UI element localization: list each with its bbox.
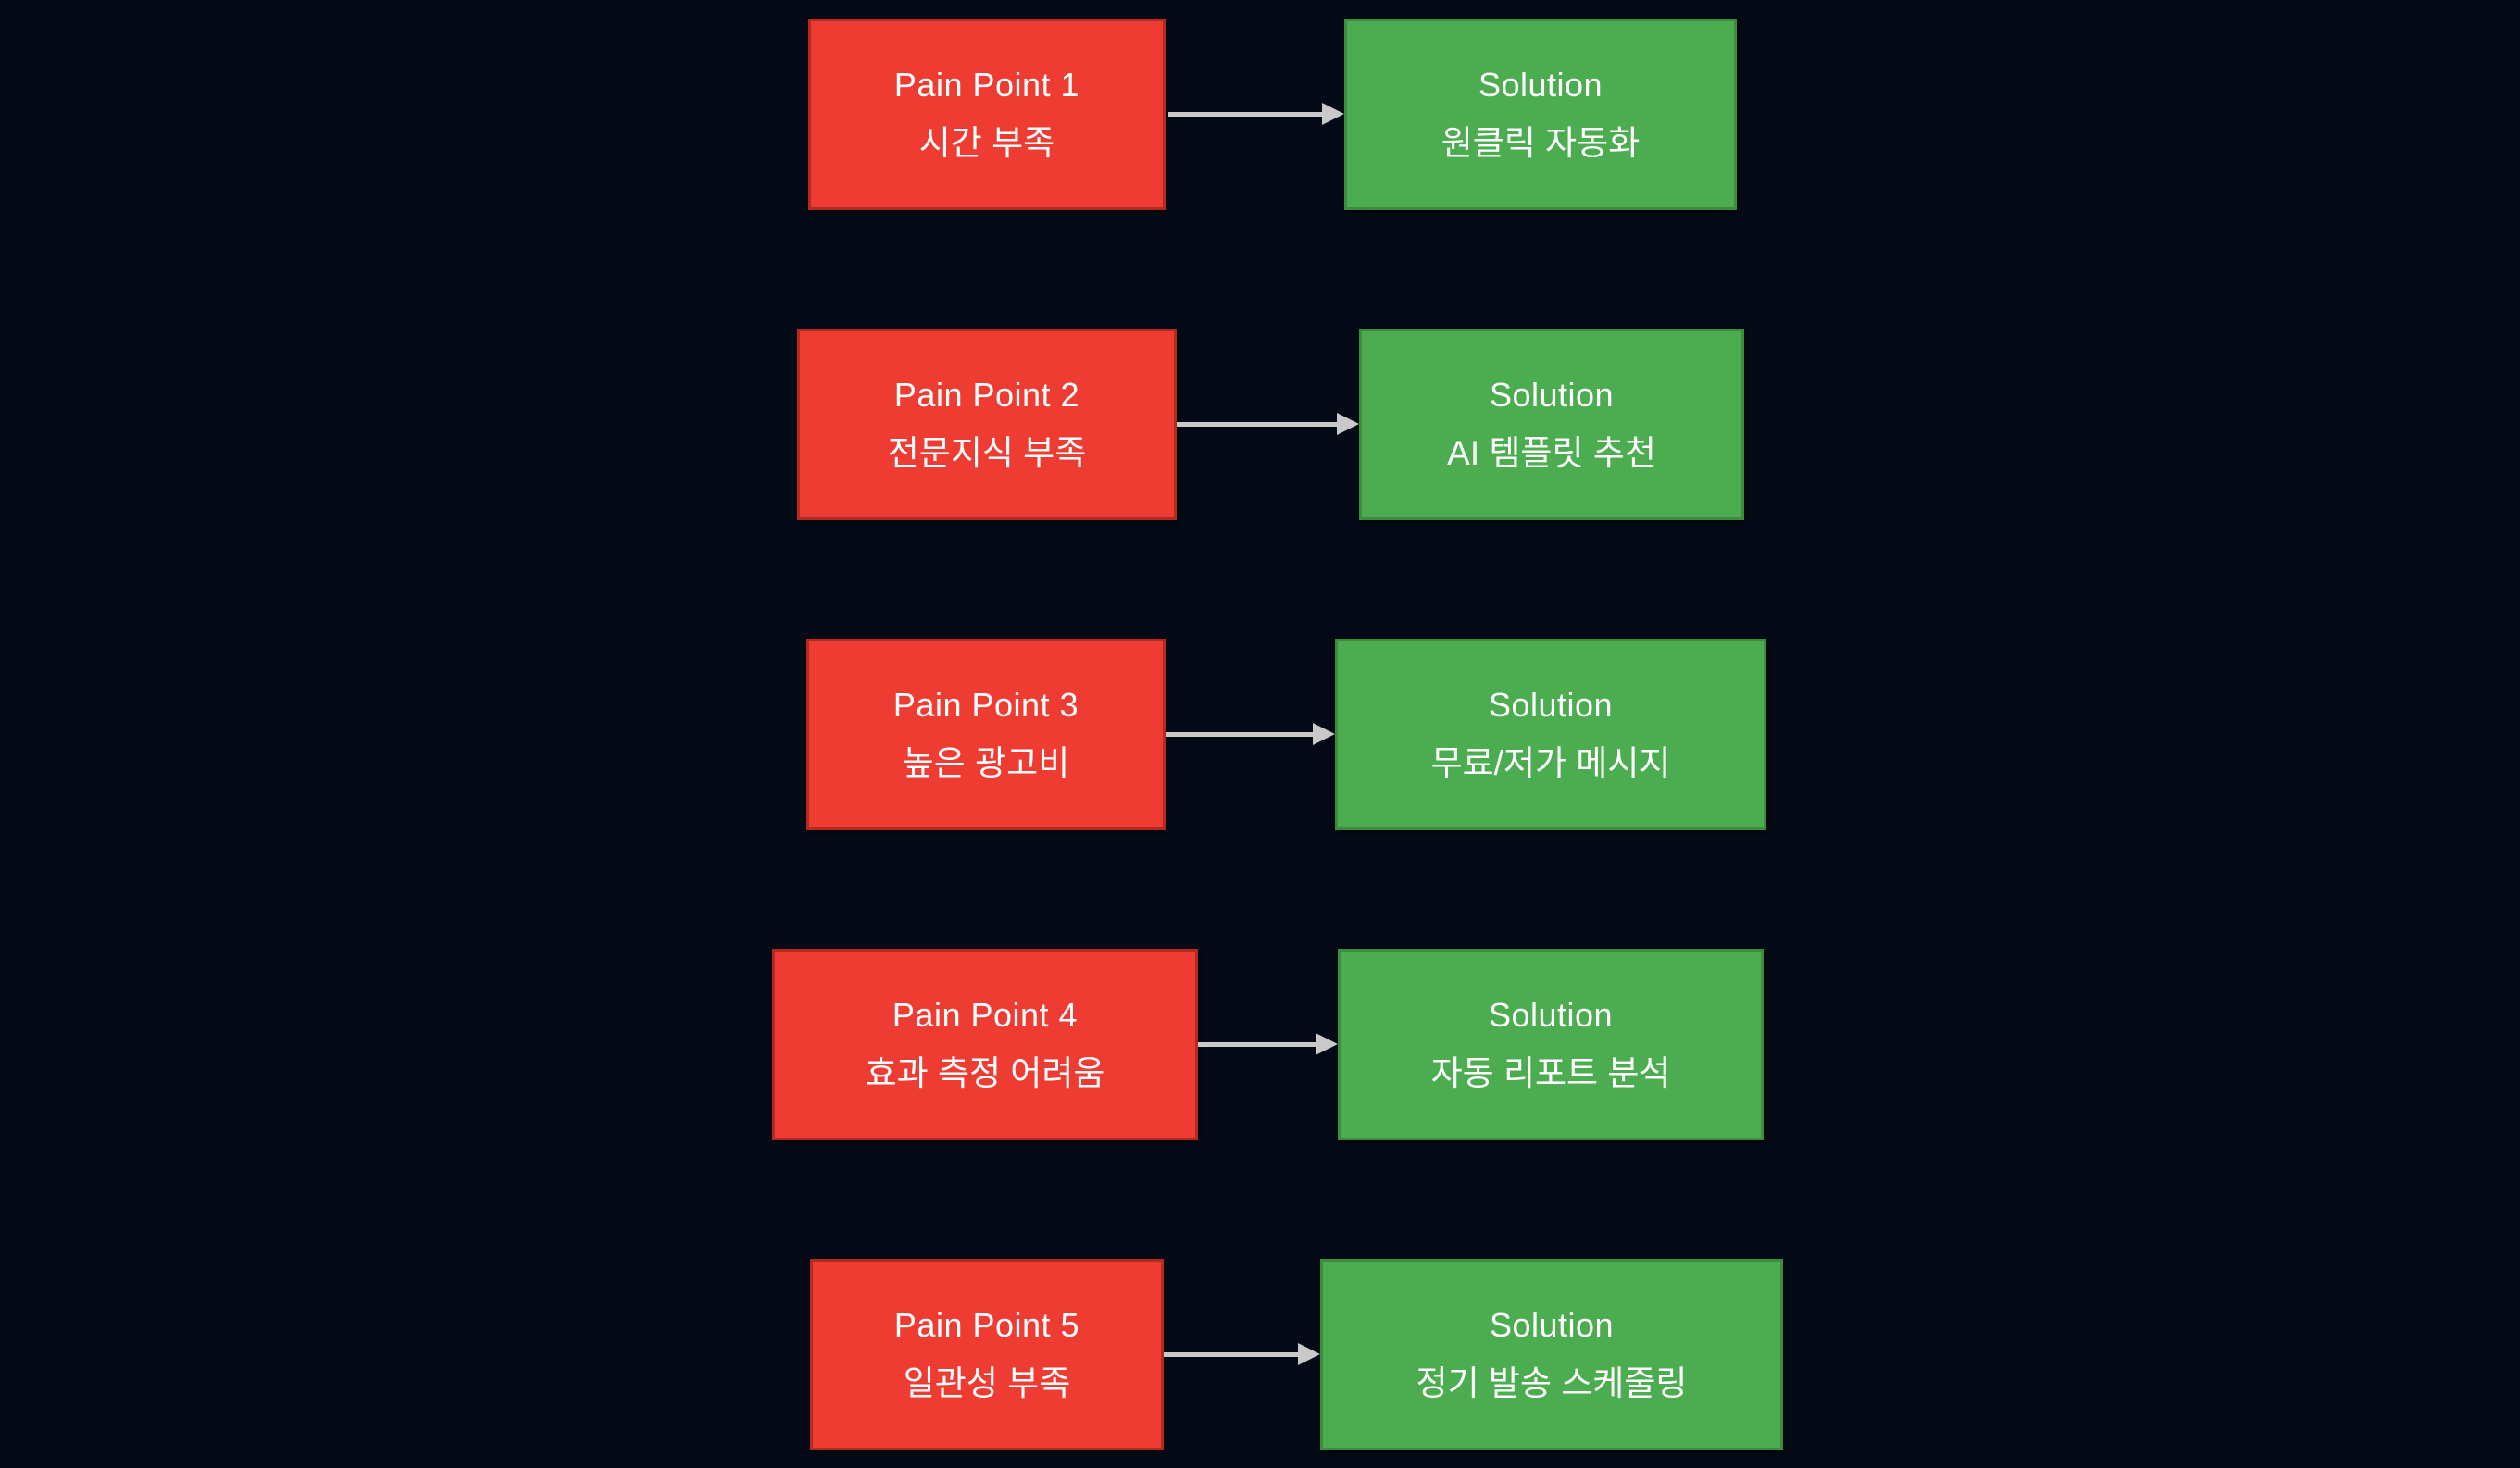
arrow-3-shaft (1166, 732, 1316, 737)
arrow-1 (1168, 103, 1344, 125)
solution-3-subtitle: 무료/저가 메시지 (1430, 744, 1671, 782)
solution-2-subtitle: AI 템플릿 추천 (1447, 434, 1656, 472)
arrow-5 (1164, 1343, 1320, 1365)
solution-5-title: Solution (1489, 1306, 1615, 1344)
pain-point-4-box: Pain Point 4 효과 측정 어려움 (772, 949, 1198, 1140)
solution-1-subtitle: 원클릭 자동화 (1441, 124, 1640, 162)
solution-3-title: Solution (1488, 686, 1614, 724)
pain-point-5-subtitle: 일관성 부족 (903, 1364, 1071, 1402)
arrow-5-shaft (1164, 1352, 1302, 1357)
pain-point-3-box: Pain Point 3 높은 광고비 (806, 639, 1166, 830)
pain-point-5-title: Pain Point 5 (893, 1306, 1080, 1344)
solution-4-title: Solution (1488, 996, 1614, 1034)
solution-3-box: Solution 무료/저가 메시지 (1335, 639, 1766, 830)
pain-point-2-subtitle: 전문지식 부족 (887, 434, 1087, 472)
solution-4-subtitle: 자동 리포트 분석 (1430, 1054, 1671, 1092)
solution-5-subtitle: 정기 발송 스케줄링 (1416, 1364, 1688, 1402)
arrow-2-shaft (1177, 422, 1341, 427)
solution-4-box: Solution 자동 리포트 분석 (1338, 949, 1764, 1140)
arrow-4-shaft (1198, 1042, 1319, 1047)
pain-point-2-title: Pain Point 2 (893, 376, 1080, 414)
row-3: Pain Point 3 높은 광고비 Solution 무료/저가 메시지 (0, 639, 2520, 830)
pain-point-2-box: Pain Point 2 전문지식 부족 (797, 329, 1177, 520)
arrow-right-icon (1316, 1033, 1338, 1055)
row-4: Pain Point 4 효과 측정 어려움 Solution 자동 리포트 분… (0, 949, 2520, 1140)
pain-point-1-box: Pain Point 1 시간 부족 (808, 19, 1166, 210)
pain-point-1-title: Pain Point 1 (893, 66, 1080, 104)
arrow-2 (1177, 413, 1359, 435)
pain-point-3-subtitle: 높은 광고비 (902, 744, 1070, 782)
row-1: Pain Point 1 시간 부족 Solution 원클릭 자동화 (0, 19, 2520, 210)
row-2: Pain Point 2 전문지식 부족 Solution AI 템플릿 추천 (0, 329, 2520, 520)
arrow-3 (1166, 723, 1335, 745)
arrow-right-icon (1298, 1343, 1320, 1365)
solution-2-title: Solution (1489, 376, 1615, 414)
arrow-4 (1198, 1033, 1338, 1055)
pain-point-1-subtitle: 시간 부족 (918, 124, 1055, 162)
arrow-right-icon (1313, 723, 1335, 745)
pain-point-5-box: Pain Point 5 일관성 부족 (810, 1259, 1164, 1450)
pain-point-4-subtitle: 효과 측정 어려움 (865, 1054, 1105, 1092)
arrow-right-icon (1322, 103, 1344, 125)
solution-5-box: Solution 정기 발송 스케줄링 (1320, 1259, 1783, 1450)
pain-point-3-title: Pain Point 3 (892, 686, 1079, 724)
row-5: Pain Point 5 일관성 부족 Solution 정기 발송 스케줄링 (0, 1259, 2520, 1450)
solution-1-title: Solution (1478, 66, 1603, 104)
solution-1-box: Solution 원클릭 자동화 (1344, 19, 1737, 210)
arrow-right-icon (1337, 413, 1359, 435)
pain-point-4-title: Pain Point 4 (892, 996, 1079, 1034)
arrow-1-shaft (1168, 112, 1326, 117)
solution-2-box: Solution AI 템플릿 추천 (1359, 329, 1744, 520)
